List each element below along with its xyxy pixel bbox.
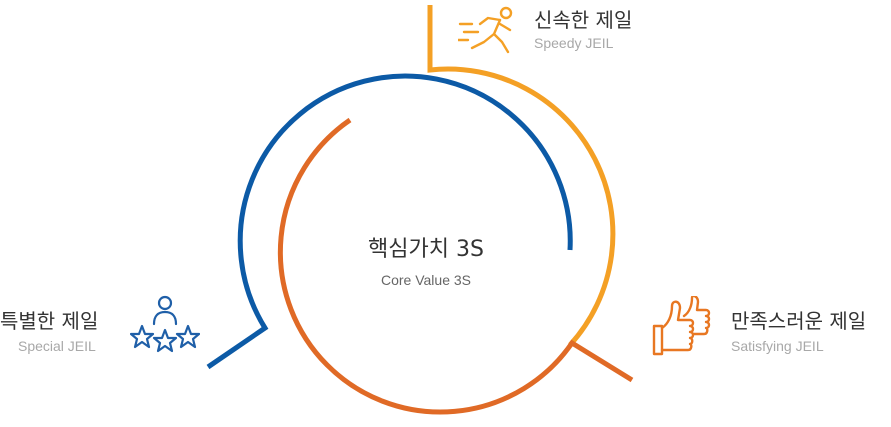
special-title: 특별한 제일 <box>0 309 99 333</box>
running-person-icon <box>458 6 513 54</box>
satisfying-subtitle: Satisfying JEIL <box>731 338 824 354</box>
center-title: 핵심가치 3S <box>368 237 484 262</box>
speedy-arc <box>427 5 616 347</box>
thumbs-up-icon <box>652 296 711 356</box>
speedy-title: 신속한 제일 <box>534 8 633 32</box>
speedy-subtitle: Speedy JEIL <box>534 35 614 51</box>
satisfying-arc <box>277 117 634 415</box>
center-subtitle: Core Value 3S <box>380 272 471 288</box>
special-arc <box>206 73 573 370</box>
satisfying-title: 만족스러운 제일 <box>731 309 867 333</box>
special-subtitle: Special JEIL <box>18 338 96 354</box>
person-stars-icon <box>130 295 200 353</box>
